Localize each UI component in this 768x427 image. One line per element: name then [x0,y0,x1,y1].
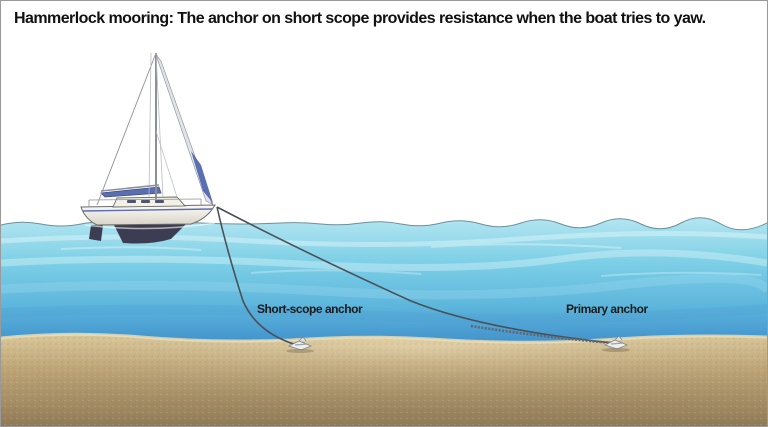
primary-anchor-icon [602,335,630,352]
primary-anchor-chain [470,324,614,345]
water [1,217,767,346]
primary-anchor-label: Primary anchor [566,302,648,316]
short-scope-anchor-icon [286,336,314,353]
rode-to-primary-anchor [216,206,614,344]
sail-cover [100,186,162,198]
rode-to-short-scope-anchor [216,206,298,346]
sailboat-icon [80,52,216,244]
hull [80,204,216,226]
anchor-rodes [216,206,614,346]
diagram-title: Hammerlock mooring: The anchor on short … [14,10,706,27]
short-scope-anchor-label: Short-scope anchor [257,302,363,316]
water-streaks [1,230,767,324]
rudder [89,225,103,241]
